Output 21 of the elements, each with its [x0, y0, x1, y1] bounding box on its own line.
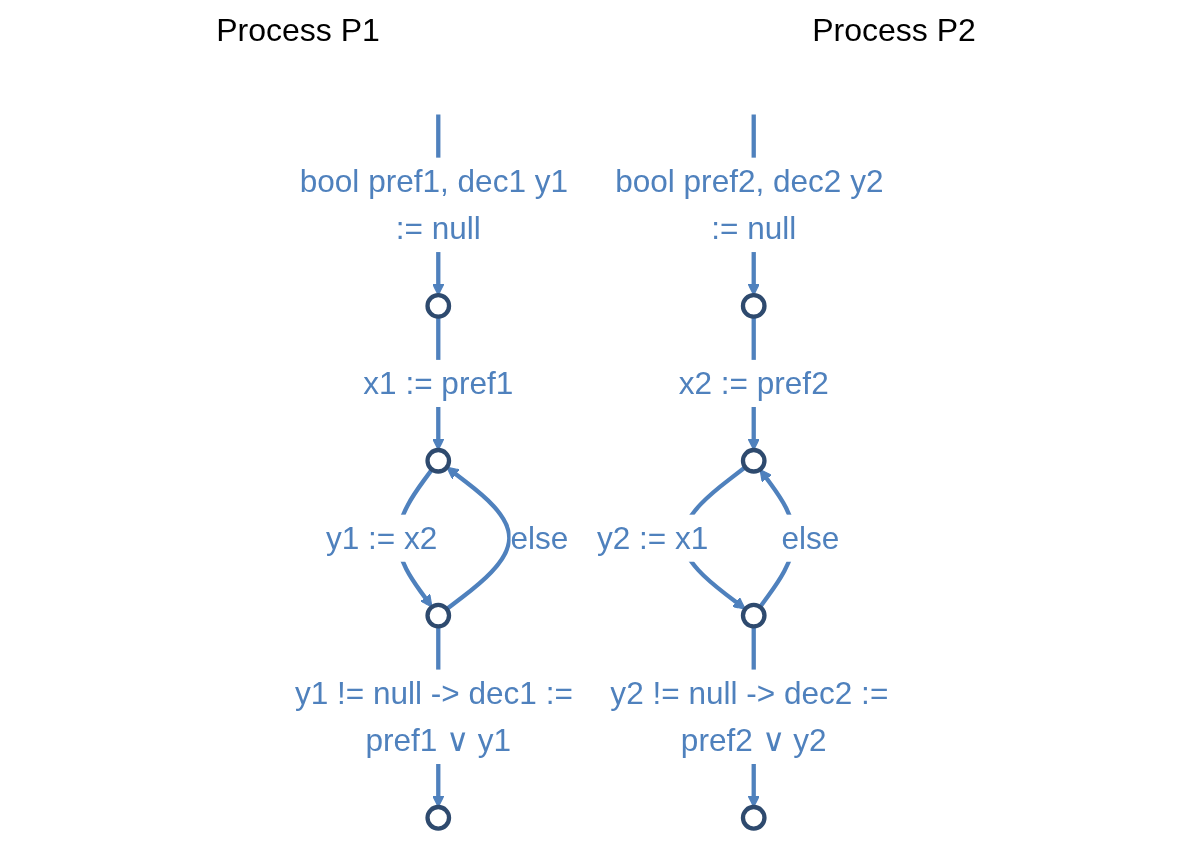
edge-label: bool pref2, dec2 y2 := null	[615, 163, 884, 247]
edge-label: x1 := pref1	[363, 365, 514, 402]
edge-label: y1 := x2	[325, 520, 438, 557]
node-circle	[425, 804, 452, 831]
edge-label: y1 != null -> dec1 := pref1 ∨ y1	[294, 675, 573, 759]
edge-label: y2 != null -> dec2 := pref2 ∨ y2	[610, 675, 889, 759]
edge-label: x2 := pref2	[678, 365, 829, 402]
node-circle	[740, 804, 767, 831]
process-title: Process P1	[216, 11, 380, 49]
process-title: Process P2	[812, 11, 976, 49]
node-circle	[740, 293, 767, 319]
node-circle	[740, 447, 767, 474]
edge-label: bool pref1, dec1 y1 := null	[299, 163, 569, 247]
edge-label: else	[781, 520, 840, 557]
node-circle	[425, 293, 452, 319]
node-circle	[425, 602, 452, 629]
arrow	[445, 466, 512, 611]
edge-label: else	[510, 520, 569, 557]
node-circle	[740, 602, 767, 629]
node-circle	[425, 447, 452, 474]
edge-label: y2 := x1	[596, 520, 709, 557]
